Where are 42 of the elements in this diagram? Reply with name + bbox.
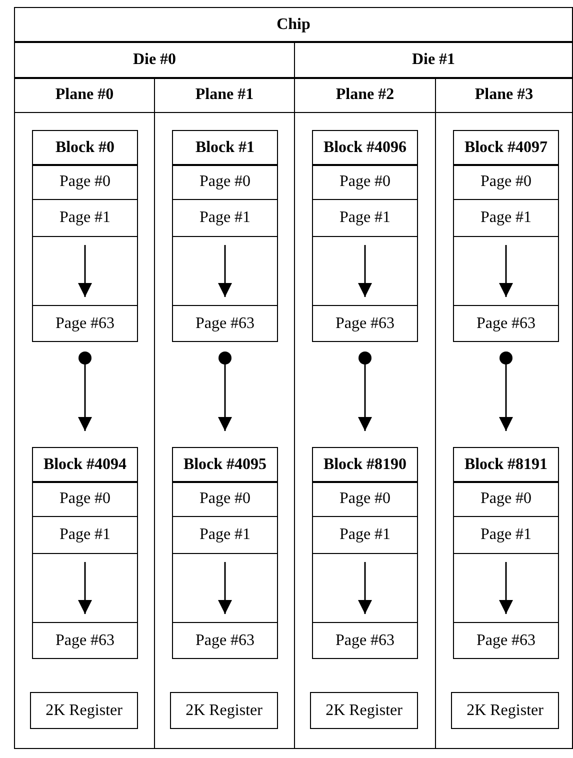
- block-box: [453, 447, 559, 659]
- register-box: 2K Register: [30, 692, 138, 729]
- arrow: [218, 245, 232, 297]
- arrow: [499, 352, 513, 431]
- plane-title: Plane #0: [15, 78, 154, 113]
- plane-title: Plane #3: [436, 78, 572, 113]
- arrow: [358, 352, 372, 431]
- die-panel: [14, 41, 295, 749]
- block-title: Block #8190: [313, 448, 417, 483]
- register-box: 2K Register: [170, 692, 278, 729]
- register-box: 2K Register: [451, 692, 559, 729]
- block-title: Block #4095: [173, 448, 277, 483]
- arrow: [78, 245, 92, 297]
- die-panel: [294, 41, 573, 749]
- block-box: [32, 447, 138, 659]
- plane-title: Plane #1: [155, 78, 294, 113]
- block-title: Block #8191: [454, 448, 558, 483]
- block-title: Block #4096: [313, 131, 417, 166]
- arrow: [499, 245, 513, 297]
- block-box: [172, 130, 278, 342]
- block-box: [312, 447, 418, 659]
- block-title: Block #4094: [33, 448, 137, 483]
- block-title: Block #0: [33, 131, 137, 166]
- block-box: [172, 447, 278, 659]
- arrow: [358, 245, 372, 297]
- block-box: [32, 130, 138, 342]
- register-box: 2K Register: [310, 692, 418, 729]
- block-box: [453, 130, 559, 342]
- arrow: [78, 562, 92, 614]
- plane-title: Plane #2: [295, 78, 435, 113]
- die-title: Die #1: [295, 42, 572, 79]
- arrow: [218, 562, 232, 614]
- block-box: [312, 130, 418, 342]
- arrow: [358, 562, 372, 614]
- block-title: Block #1: [173, 131, 277, 166]
- arrow: [218, 352, 232, 431]
- arrow: [499, 562, 513, 614]
- chip-frame: [14, 7, 573, 749]
- chip-title: Chip: [15, 8, 572, 43]
- arrow: [78, 352, 92, 431]
- die-title: Die #0: [15, 42, 294, 79]
- block-title: Block #4097: [454, 131, 558, 166]
